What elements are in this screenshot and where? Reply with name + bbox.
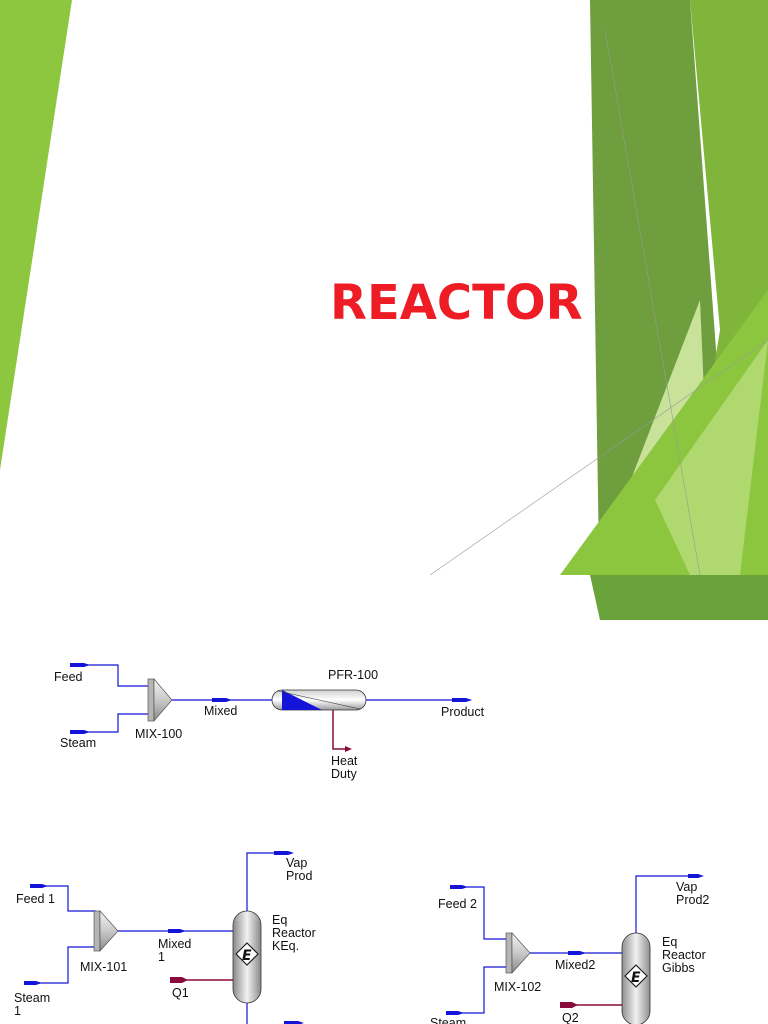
flowsheet-2: Feed 1 Steam 1 MIX-101 Mixed 1 E Eq Reac… [14,851,316,1024]
vap-prod-arrow-icon [274,851,294,855]
vap-prod-label-line2: Prod [286,869,312,883]
process-flow-diagram: Feed Steam MIX-100 Mixed PFR-100 Product… [0,621,758,1024]
q1-arrow-icon [170,977,188,983]
heat-duty-label-line1: Heat [331,754,358,768]
reactor-gibbs-label-line2: Reactor [662,948,706,962]
heat-duty-stream[interactable] [332,710,348,750]
mixed-1-label-line1: Mixed [158,937,191,951]
flowsheet-canvas: Feed Steam MIX-100 Mixed PFR-100 Product… [14,663,709,1024]
vap-prod2-label-line1: Vap [676,880,697,894]
left-accent-bar [0,0,72,470]
right-pale-sliver [655,340,768,575]
mixed-1-arrow-icon [168,929,186,933]
mixer-mix-101[interactable] [93,910,119,952]
reactor-gibbs-label-line1: Eq [662,935,677,949]
thin-line-diagonal [429,339,768,576]
feed-2-label: Feed 2 [438,897,477,911]
steam-1-arrow-icon [24,981,42,985]
feed-1-stream[interactable] [30,885,96,912]
vap-prod2-arrow-icon [688,874,704,878]
reactor-e-icon: E [242,948,252,964]
steam-2-arrow-icon [446,1011,464,1015]
mixed-arrow-icon [212,698,232,702]
reactor-keq-label-line2: Reactor [272,926,316,940]
steam-arrow-icon [70,730,90,734]
slide-title: REACTOR [330,275,583,331]
mixed-1-label-line2: 1 [158,950,165,964]
reactor-e-icon-2: E [631,970,641,986]
feed-stream[interactable] [70,664,150,687]
feed-label: Feed [54,670,83,684]
liquid-prod-arrow-icon-1 [284,1021,304,1024]
lower-green-strip [590,575,768,620]
flowsheet-3: Feed 2 Steam MIX-102 Mixed2 E Eq Reactor… [430,874,709,1024]
steam-1-stream[interactable] [24,946,96,984]
q1-label: Q1 [172,986,189,1000]
steam-1-label-line1: Steam [14,991,50,1005]
steam-stream-2[interactable] [446,966,508,1014]
q2-label: Q2 [562,1011,579,1024]
steam-2-label: Steam [430,1016,466,1024]
q2-arrow-icon [560,1002,578,1008]
mix-102-label: MIX-102 [494,980,541,994]
mixed-2-label: Mixed2 [555,958,595,972]
reactor-eq-keq[interactable]: E [232,910,262,1004]
reactor-label: PFR-100 [328,668,378,682]
product-label: Product [441,705,485,719]
steam-label: Steam [60,736,96,750]
mix-101-label: MIX-101 [80,960,127,974]
reactor-keq-label-line1: Eq [272,913,287,927]
feed-2-stream[interactable] [450,886,508,940]
feed-1-arrow-icon [30,884,48,888]
vap-prod-stream[interactable] [246,852,288,911]
flowsheet-1: Feed Steam MIX-100 Mixed PFR-100 Product… [54,663,485,781]
heat-duty-label-line2: Duty [331,767,357,781]
mixer-mix-102[interactable] [505,932,531,974]
mixer-label: MIX-100 [135,727,182,741]
heat-duty-arrow-icon [345,746,352,752]
steam-1-label-line2: 1 [14,1004,21,1018]
vap-prod-label-line1: Vap [286,856,307,870]
vap-prod2-stream[interactable] [635,875,696,933]
feed-2-arrow-icon [450,885,468,889]
mixer-mix-100[interactable] [147,678,173,722]
feed-1-label: Feed 1 [16,892,55,906]
thin-line-vertical [604,29,701,576]
reactor-gibbs-label-line3: Gibbs [662,961,695,975]
reactor-eq-gibbs[interactable]: E [621,932,651,1024]
product-arrow-icon [452,698,472,702]
mixed-2-arrow-icon [568,951,586,955]
reactor-keq-label-line3: KEq. [272,939,299,953]
reactor-pfr-100[interactable] [271,689,367,711]
feed-arrow-icon [70,663,90,667]
vap-prod2-label-line2: Prod2 [676,893,709,907]
mixed-label: Mixed [204,704,237,718]
steam-stream[interactable] [70,713,150,733]
